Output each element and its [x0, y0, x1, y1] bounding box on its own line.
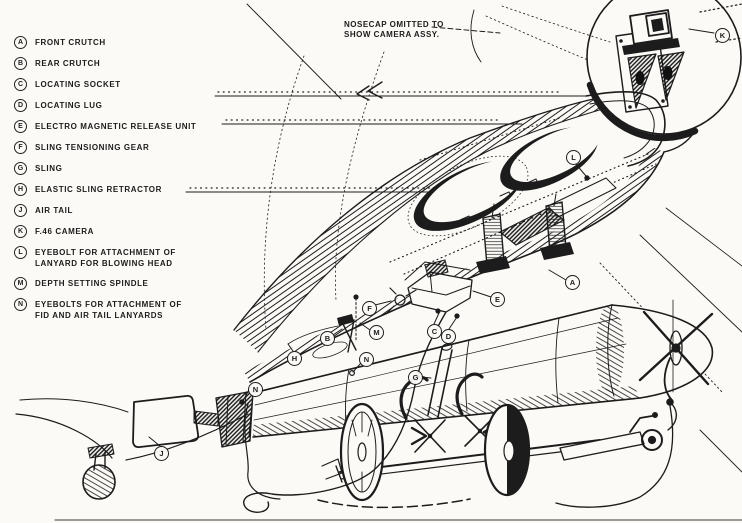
tailwheel — [15, 398, 249, 500]
legend-label: AIR TAIL — [35, 206, 73, 215]
legend-item: M DEPTH SETTING SPINDLE — [14, 277, 196, 290]
callout-k: K — [715, 28, 730, 43]
callout-g: G — [408, 370, 423, 385]
legend-key: L — [14, 246, 27, 259]
callout-c: C — [427, 324, 442, 339]
legend-label: EYEBOLT FOR ATTACHMENT OF LANYARD FOR BL… — [35, 248, 176, 268]
legend-label: F.46 CAMERA — [35, 227, 95, 236]
legend-item: L EYEBOLT FOR ATTACHMENT OF LANYARD FOR B… — [14, 246, 196, 269]
callout-f: F — [362, 301, 377, 316]
legend-key: F — [14, 141, 27, 154]
legend-label: SLING TENSIONING GEAR — [35, 143, 150, 152]
legend-label: LOCATING SOCKET — [35, 80, 121, 89]
legend-item: N EYEBOLTS FOR ATTACHMENT OF FID AND AIR … — [14, 298, 196, 321]
callout-h: H — [287, 351, 302, 366]
legend-item: G SLING — [14, 162, 196, 175]
callout-n-drum: N — [248, 382, 263, 397]
note-leader-line — [431, 26, 501, 34]
camera-assembly — [586, 0, 742, 153]
trolley-towbar — [559, 412, 663, 461]
nosecap-note: NOSECAP OMITTED TO SHOW CAMERA ASSY. — [344, 20, 444, 39]
fid-propeller — [638, 299, 714, 393]
legend-key: A — [14, 36, 27, 49]
recess-oval-openings — [407, 125, 600, 237]
trolley-wheels — [321, 402, 531, 502]
depth-setting-spindle — [353, 294, 359, 341]
callout-n-tail: N — [359, 352, 374, 367]
callout-l: L — [566, 150, 581, 165]
legend-label: LOCATING LUG — [35, 101, 103, 110]
legend-item: F SLING TENSIONING GEAR — [14, 141, 196, 154]
legend-key: J — [14, 204, 27, 217]
air-tail — [132, 394, 219, 449]
legend-item: H ELASTIC SLING RETRACTOR — [14, 183, 196, 196]
legend-item: K F.46 CAMERA — [14, 225, 196, 238]
legend-key: E — [14, 120, 27, 133]
legend-label: REAR CRUTCH — [35, 59, 101, 68]
legend-key: C — [14, 78, 27, 91]
callout-j: J — [154, 446, 169, 461]
legend-label: ELASTIC SLING RETRACTOR — [35, 185, 162, 194]
callout-b: B — [320, 331, 335, 346]
legend-item: A FRONT CRUTCH — [14, 36, 196, 49]
legend: A FRONT CRUTCH B REAR CRUTCH C LOCATING SOC… — [14, 36, 196, 321]
trolley — [317, 372, 663, 509]
legend-key: N — [14, 298, 27, 311]
legend-item: E ELECTRO MAGNETIC RELEASE UNIT — [14, 120, 196, 133]
legend-key: H — [14, 183, 27, 196]
legend-key: M — [14, 277, 27, 290]
sling-tensioning-gear — [385, 287, 417, 315]
legend-item: J AIR TAIL — [14, 204, 196, 217]
legend-label: DEPTH SETTING SPINDLE — [35, 279, 149, 288]
legend-item: B REAR CRUTCH — [14, 57, 196, 70]
callout-e: E — [490, 292, 505, 307]
torpedo — [215, 299, 714, 508]
legend-label: EYEBOLTS FOR ATTACHMENT OF FID AND AIR T… — [35, 300, 182, 320]
callout-a: A — [565, 275, 580, 290]
tail-drum — [215, 370, 356, 448]
legend-item: C LOCATING SOCKET — [14, 78, 196, 91]
legend-key: K — [14, 225, 27, 238]
legend-label: FRONT CRUTCH — [35, 38, 106, 47]
legend-key: B — [14, 57, 27, 70]
tail-lanyard — [244, 403, 281, 500]
legend-key: G — [14, 162, 27, 175]
release-unit — [404, 259, 473, 319]
fid-lanyard — [555, 357, 678, 508]
legend-label: ELECTRO MAGNETIC RELEASE UNIT — [35, 122, 197, 131]
callout-m: M — [369, 325, 384, 340]
callout-d: D — [441, 329, 456, 344]
legend-item: D LOCATING LUG — [14, 99, 196, 112]
front-crutch-assembly — [476, 193, 574, 274]
legend-label: SLING — [35, 164, 63, 173]
legend-key: D — [14, 99, 27, 112]
